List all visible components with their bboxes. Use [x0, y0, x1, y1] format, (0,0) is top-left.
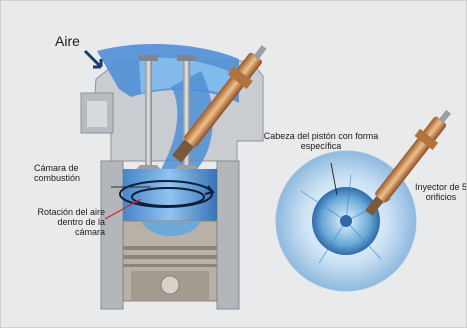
injector-label: Inyector de 5 orificios	[414, 182, 467, 202]
air-rotation-label: Rotación del aire dentro de la cámara	[27, 207, 105, 237]
air-label: Aire	[55, 33, 80, 49]
piston	[123, 221, 217, 301]
piston-head-label: Cabeza del pistón con forma específica	[261, 131, 381, 151]
combustion-chamber-label: Cámara de combustión	[34, 163, 110, 183]
